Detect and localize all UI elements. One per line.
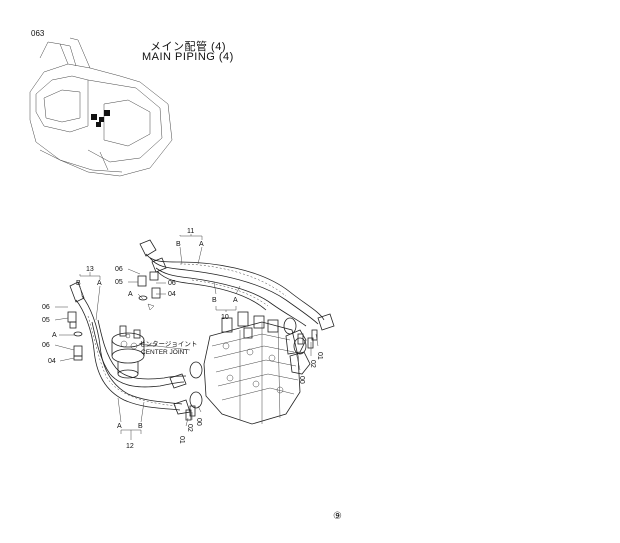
label-10-a: A (233, 297, 238, 304)
label-13-b: B (76, 280, 81, 287)
label-left-05: 05 (42, 317, 50, 324)
label-10: 10 (221, 314, 229, 321)
label-bottom-01: 01 (178, 436, 185, 444)
page-number: 063 (31, 29, 45, 38)
label-right-00: 00 (298, 376, 305, 384)
label-bottom-02: 02 (186, 424, 193, 432)
label-11: 11 (187, 228, 194, 235)
leader-lines (54, 234, 319, 440)
label-mid-05: 05 (115, 279, 123, 286)
label-13-a: A (97, 280, 102, 287)
label-bottom-00: 00 (195, 418, 202, 426)
callout-labels: 11 B A B A 10 13 B A A B 12 06 05 A 06 0… (42, 228, 323, 450)
label-left-06b: 06 (42, 342, 50, 349)
center-joint-jp-label: センタージョイント (139, 339, 197, 348)
label-mid-a: A (128, 291, 133, 298)
label-mid-04: 04 (168, 291, 176, 298)
label-12: 12 (126, 443, 134, 450)
flanges (185, 317, 318, 421)
center-joint (111, 325, 156, 379)
label-right-01: 01 (316, 352, 323, 360)
control-valve (203, 311, 311, 425)
title-english: MAIN PIPING (4) (142, 51, 234, 63)
label-mid-06: 06 (115, 266, 123, 273)
label-13: 13 (86, 266, 94, 273)
label-left-04: 04 (48, 358, 56, 365)
label-left-06: 06 (42, 304, 50, 311)
label-11-a: A (199, 241, 204, 248)
footer-mark: ⑨ (333, 511, 342, 522)
label-mid-06b: 06 (168, 280, 176, 287)
hose-lower (69, 281, 191, 415)
excavator-thumbnail (29, 37, 173, 177)
label-11-b: B (176, 241, 181, 248)
center-joint-en-label: CENTER JOINT (141, 349, 188, 356)
title-japanese: メイン配管 (4) (150, 41, 226, 53)
label-right-02: 02 (309, 360, 316, 368)
hose-upper (139, 239, 335, 331)
fittings (67, 271, 161, 361)
label-left-a: A (52, 332, 57, 339)
label-12-b: B (138, 423, 143, 430)
label-10-b: B (212, 297, 217, 304)
label-12-a: A (117, 423, 122, 430)
